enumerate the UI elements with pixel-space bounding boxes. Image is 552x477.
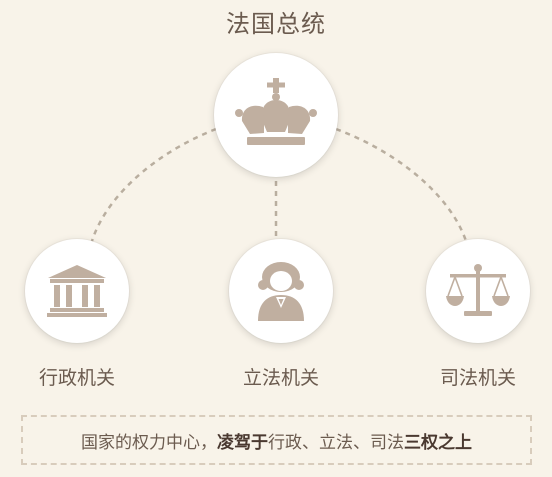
connector-right xyxy=(335,127,468,242)
connector-left xyxy=(90,127,217,242)
crown-icon xyxy=(235,78,317,145)
summary-prefix: 国家的权力中心， xyxy=(81,432,217,453)
branch-label-legislative: 立法机关 xyxy=(242,367,319,389)
summary-emphasis-1: 凌驾于 xyxy=(217,432,268,453)
executive-node xyxy=(25,239,129,343)
branch-label-judicial: 司法机关 xyxy=(439,367,516,389)
justice-scales-icon xyxy=(446,264,510,316)
summary-middle: 行政、立法、司法 xyxy=(268,432,404,453)
summary-box: 国家的权力中心，凌驾于行政、立法、司法三权之上 xyxy=(21,415,532,465)
branch-label-executive: 行政机关 xyxy=(38,367,115,389)
president-node xyxy=(214,53,338,177)
summary-emphasis-2: 三权之上 xyxy=(404,432,472,453)
government-building-icon xyxy=(47,265,107,317)
legislator-figure-icon xyxy=(258,262,304,321)
diagram-title: 法国总统 xyxy=(226,10,326,38)
legislature-node xyxy=(229,239,333,343)
judiciary-node xyxy=(426,239,530,343)
